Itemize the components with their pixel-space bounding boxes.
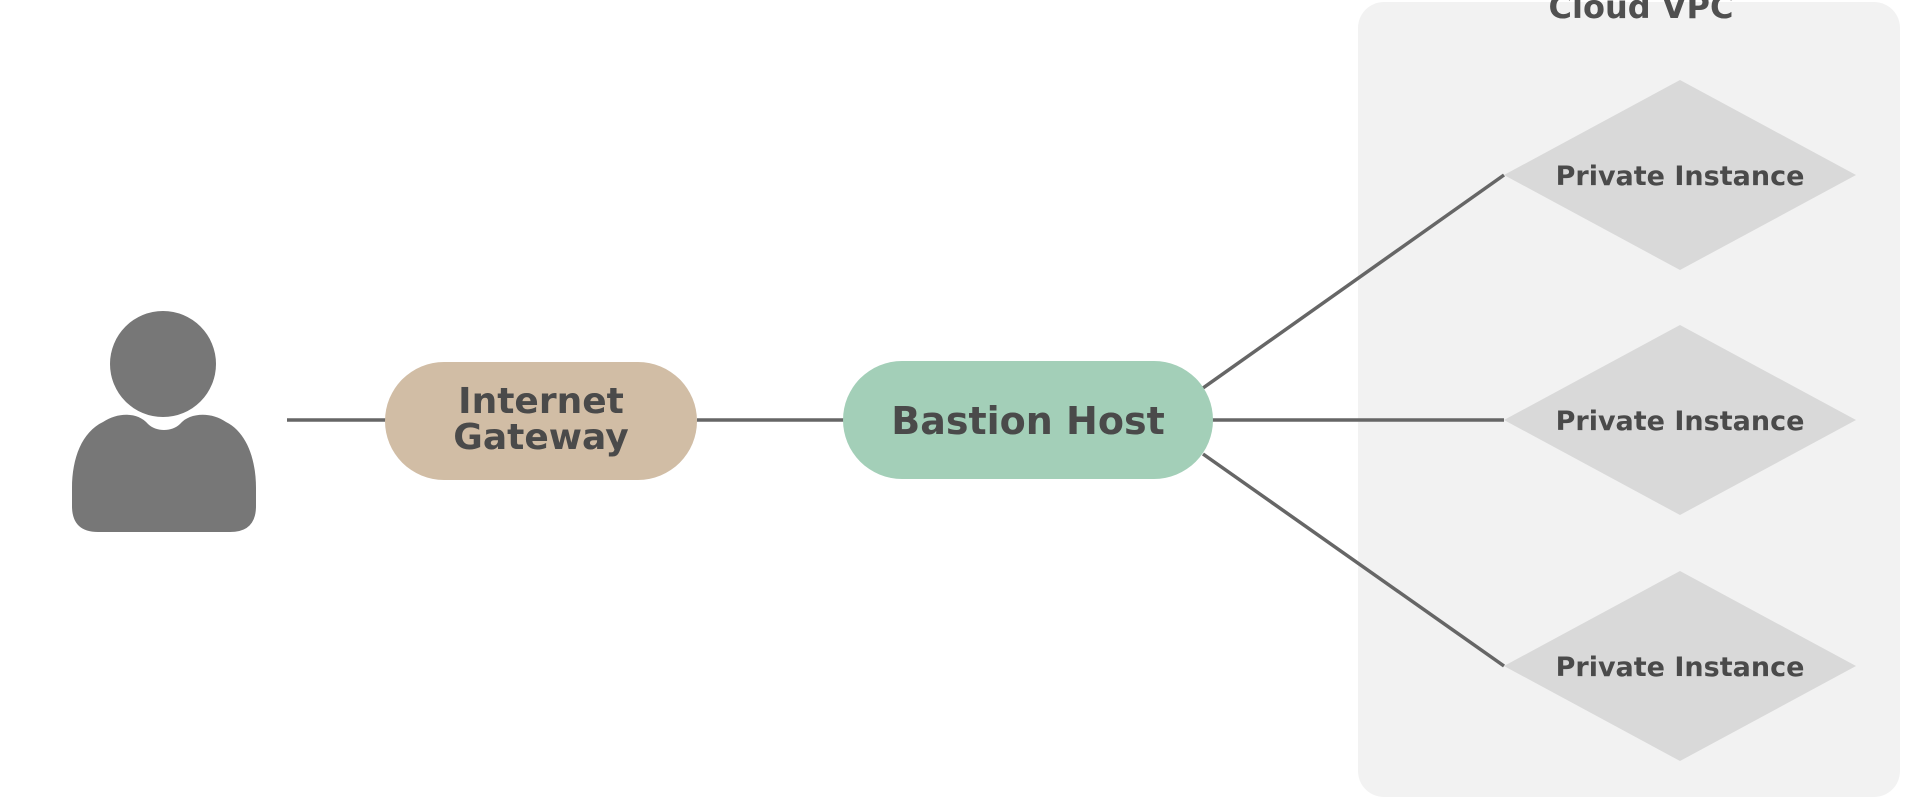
internet-gateway-node: Internet Gateway [385,362,697,480]
bastion-host-label: Bastion Host [891,399,1165,443]
connectors [287,173,1506,668]
cloud-vpc-title: Cloud VPC [1549,0,1734,26]
bastion-host-shape [843,361,1213,479]
private-instance-shape [1504,80,1856,270]
private-instance-label: Private Instance [1556,161,1805,192]
user-icon-head [110,311,216,417]
private-instance-shape [1504,325,1856,515]
internet-gateway-label-line2: Gateway [453,417,628,458]
connector-bastion-instance-1 [1201,173,1506,390]
private-instance-node: Private Instance [1504,80,1856,270]
private-instance-label: Private Instance [1556,406,1805,437]
user-icon [72,311,256,532]
internet-gateway-label-line1: Internet [458,381,624,422]
user-icon-body [72,414,256,532]
bastion-host-node: Bastion Host [843,361,1213,479]
private-instance-label: Private Instance [1556,652,1805,683]
private-instance-node: Private Instance [1504,571,1856,761]
internet-gateway-shape [385,362,697,480]
private-instance-node: Private Instance [1504,325,1856,515]
private-instance-shape [1504,571,1856,761]
connector-bastion-instance-3 [1201,452,1506,668]
